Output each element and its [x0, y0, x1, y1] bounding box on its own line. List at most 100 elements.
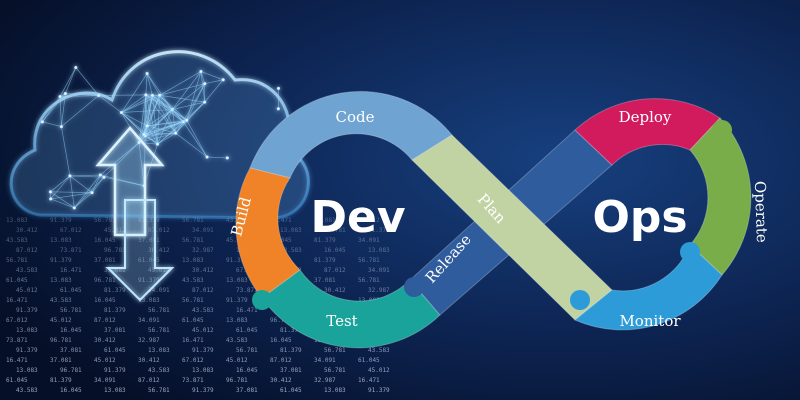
- grid-number: 37.081: [104, 327, 126, 334]
- grid-number: 34.091: [314, 357, 336, 364]
- grid-number: 61.045: [60, 287, 82, 294]
- grid-number: 37.081: [94, 257, 116, 264]
- puzzle-knob: [285, 130, 305, 150]
- grid-number: 45.012: [368, 367, 390, 374]
- grid-number: 73.871: [6, 337, 28, 344]
- label-operate: Operate: [751, 181, 771, 244]
- grid-number: 61.045: [358, 357, 380, 364]
- grid-number: 13.083: [50, 237, 72, 244]
- grid-number: 34.091: [148, 287, 170, 294]
- grid-number: 56.781: [148, 387, 170, 394]
- grid-number: 87.012: [192, 287, 214, 294]
- grid-number: 96.781: [226, 377, 248, 384]
- grid-number: 81.379: [104, 307, 126, 314]
- grid-number: 16.045: [270, 337, 292, 344]
- grid-number: 67.012: [182, 357, 204, 364]
- segment-code: [249, 90, 453, 179]
- cloud-upload-icon: [9, 50, 310, 302]
- grid-number: 16.045: [60, 387, 82, 394]
- puzzle-knob: [570, 290, 590, 310]
- grid-number: 13.083: [16, 367, 38, 374]
- grid-number: 45.012: [358, 217, 380, 224]
- grid-number: 81.379: [280, 327, 302, 334]
- grid-number: 13.083: [148, 347, 170, 354]
- grid-number: 96.781: [324, 227, 346, 234]
- grid-number: 45.012: [16, 287, 38, 294]
- grid-number: 34.091: [94, 377, 116, 384]
- grid-number: 13.083: [324, 387, 346, 394]
- grid-number: 67.012: [6, 317, 28, 324]
- grid-number: 16.471: [60, 267, 82, 274]
- grid-number: 91.379: [368, 387, 390, 394]
- grid-number: 87.012: [16, 247, 38, 254]
- grid-number: 96.781: [60, 367, 82, 374]
- grid-number: 16.045: [94, 237, 116, 244]
- grid-number: 81.379: [314, 257, 336, 264]
- label-test: Test: [326, 312, 357, 330]
- grid-number: 13.083: [368, 247, 390, 254]
- grid-number: 73.871: [60, 247, 82, 254]
- grid-number: 13.083: [226, 317, 248, 324]
- grid-number: 16.471: [236, 307, 258, 314]
- grid-number: 37.081: [60, 347, 82, 354]
- grid-number: 87.012: [324, 267, 346, 274]
- grid-number: 81.379: [314, 237, 336, 244]
- label-monitor: Monitor: [619, 312, 681, 330]
- grid-number: 34.091: [368, 267, 390, 274]
- grid-number: 96.781: [270, 317, 292, 324]
- grid-number: 61.045: [104, 347, 126, 354]
- grid-number: 30.412: [324, 287, 346, 294]
- grid-number: 96.781: [94, 277, 116, 284]
- grid-number: 13.083: [182, 257, 204, 264]
- grid-number: 43.583: [192, 307, 214, 314]
- puzzle-knob: [252, 290, 272, 310]
- grid-number: 96.781: [104, 247, 126, 254]
- grid-number: 56.781: [60, 307, 82, 314]
- grid-number: 87.012: [94, 317, 116, 324]
- puzzle-knob: [404, 277, 424, 297]
- grid-number: 56.781: [148, 327, 170, 334]
- grid-number: 91.379: [192, 387, 214, 394]
- grid-number: 13.083: [6, 217, 28, 224]
- grid-number: 30.412: [148, 247, 170, 254]
- grid-number: 56.781: [182, 237, 204, 244]
- grid-number: 56.781: [182, 297, 204, 304]
- grid-number: 45.012: [94, 357, 116, 364]
- puzzle-knob: [680, 242, 700, 262]
- grid-number: 56.781: [358, 257, 380, 264]
- grid-number: 43.583: [16, 387, 38, 394]
- dev-label: Dev: [310, 192, 405, 243]
- segment-operate: [689, 117, 752, 276]
- grid-number: 67.012: [60, 227, 82, 234]
- grid-number: 37.081: [236, 387, 258, 394]
- grid-number: 13.083: [16, 327, 38, 334]
- grid-number: 32.987: [192, 247, 214, 254]
- grid-number: 43.583: [6, 237, 28, 244]
- grid-number: 37.081: [314, 277, 336, 284]
- grid-number: 87.012: [148, 227, 170, 234]
- grid-number: 37.081: [50, 357, 72, 364]
- grid-number: 56.781: [94, 217, 116, 224]
- grid-number: 30.412: [138, 357, 160, 364]
- grid-number: 45.012: [226, 237, 248, 244]
- grid-number: 45.012: [192, 327, 214, 334]
- grid-number: 34.091: [192, 227, 214, 234]
- grid-number: 91.379: [16, 347, 38, 354]
- grid-number: 13.083: [104, 387, 126, 394]
- grid-number: 13.083: [192, 367, 214, 374]
- grid-number: 43.583: [16, 267, 38, 274]
- grid-number: 43.583: [280, 247, 302, 254]
- grid-number: 13.083: [280, 227, 302, 234]
- grid-number: 43.583: [182, 277, 204, 284]
- grid-number: 30.412: [270, 377, 292, 384]
- grid-number: 43.583: [368, 347, 390, 354]
- grid-number: 56.781: [148, 307, 170, 314]
- grid-number: 61.045: [6, 377, 28, 384]
- grid-number: 87.012: [138, 377, 160, 384]
- grid-number: 61.045: [6, 277, 28, 284]
- grid-number: 91.379: [226, 257, 248, 264]
- grid-number: 61.045: [236, 327, 258, 334]
- grid-number: 96.781: [50, 337, 72, 344]
- grid-number: 91.379: [50, 217, 72, 224]
